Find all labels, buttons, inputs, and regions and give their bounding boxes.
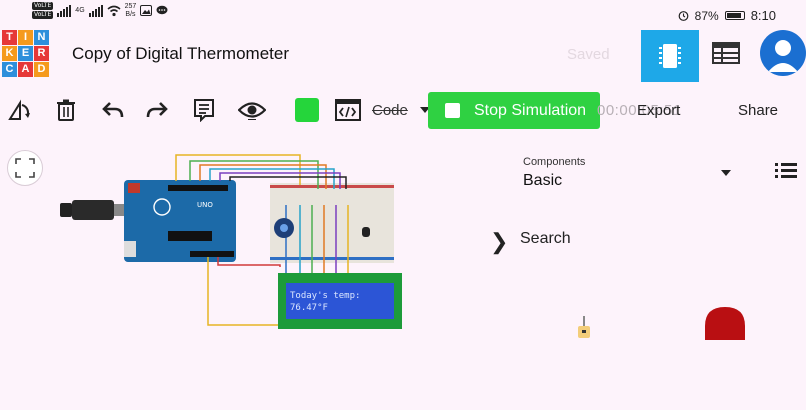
- rotate-icon[interactable]: [8, 98, 32, 122]
- wires: [175, 154, 349, 326]
- export-button[interactable]: Export: [637, 102, 681, 119]
- lcd-line-2: 76.47°F: [290, 303, 328, 313]
- eye-icon[interactable]: [238, 98, 266, 122]
- network-speed-unit: B/s: [125, 10, 136, 18]
- circuit-canvas[interactable]: UNO: [50, 145, 430, 335]
- status-right: 87% 8:10: [678, 8, 776, 23]
- component-slide-switch[interactable]: [574, 314, 594, 345]
- redo-icon[interactable]: [145, 98, 169, 122]
- share-button[interactable]: Share: [738, 102, 779, 119]
- page-title[interactable]: Copy of Digital Thermometer: [72, 44, 289, 63]
- temperature-sensor[interactable]: [362, 227, 370, 237]
- components-select[interactable]: Basic: [523, 172, 563, 189]
- clock: 8:10: [750, 8, 776, 23]
- chevron-down-icon[interactable]: [420, 107, 430, 113]
- table-icon: [712, 42, 740, 64]
- image-notification-icon: [140, 5, 153, 16]
- status-bar: VoLTE VoLTE 4G 257 B/s: [0, 0, 806, 30]
- trash-icon[interactable]: [54, 98, 78, 122]
- circuit-view-button[interactable]: [641, 30, 699, 82]
- lcd-display[interactable]: Today's temp: 76.47°F: [278, 273, 402, 329]
- wifi-icon: [107, 5, 121, 16]
- fit-view-button[interactable]: [7, 150, 43, 186]
- fit-view-icon: [15, 158, 35, 178]
- volte-badges: VoLTE VoLTE: [32, 2, 54, 19]
- search-label[interactable]: Search: [520, 230, 571, 247]
- chat-notification-icon: [156, 5, 168, 15]
- arduino-label: UNO: [197, 201, 213, 209]
- code-editor-icon[interactable]: [335, 98, 361, 122]
- component-red-dome[interactable]: [704, 306, 746, 347]
- stop-simulation-button[interactable]: Stop Simulation: [428, 92, 600, 129]
- battery-icon: [724, 11, 745, 20]
- battery-percent: 87%: [694, 8, 719, 23]
- simulation-timer: 00:00:05:51: [597, 102, 682, 119]
- breadboard-chip-icon: [659, 44, 681, 68]
- stop-icon: [445, 103, 460, 118]
- stop-simulation-label: Stop Simulation: [474, 101, 587, 119]
- usb-plug[interactable]: [60, 200, 126, 220]
- network-speed: 257 B/s: [125, 3, 137, 19]
- undo-icon[interactable]: [101, 98, 125, 122]
- network-type: 4G: [75, 7, 85, 14]
- arduino-board[interactable]: UNO: [124, 180, 236, 262]
- code-button[interactable]: Code: [372, 102, 408, 119]
- chevron-down-icon[interactable]: [721, 170, 731, 176]
- signal-icon: [57, 4, 72, 17]
- saved-status: Saved: [567, 46, 610, 63]
- signal-icon: [88, 4, 103, 17]
- color-picker-button[interactable]: [295, 98, 319, 122]
- components-label: Components: [523, 156, 586, 168]
- app-header: T I N K E R C A D Copy of Digital Thermo…: [0, 30, 806, 82]
- volte-badge: VoLTE: [32, 11, 54, 19]
- table-view-button[interactable]: [712, 42, 740, 69]
- list-view-icon[interactable]: [775, 162, 797, 183]
- volte-badge: VoLTE: [32, 2, 54, 10]
- chevron-right-icon[interactable]: ❯: [490, 229, 509, 254]
- tinkercad-logo[interactable]: T I N K E R C A D: [2, 30, 49, 77]
- status-left: VoLTE VoLTE 4G 257 B/s: [32, 2, 168, 19]
- user-avatar-icon[interactable]: [760, 30, 806, 76]
- network-speed-value: 257: [124, 2, 137, 10]
- notes-icon[interactable]: [192, 98, 216, 122]
- lcd-line-1: Today's temp:: [290, 291, 360, 301]
- circuit-drawing[interactable]: UNO: [50, 145, 430, 335]
- potentiometer[interactable]: [274, 218, 294, 238]
- editor-toolbar: Code Stop Simulation 00:00:05:51 Export …: [0, 90, 806, 130]
- alarm-icon: [678, 11, 689, 21]
